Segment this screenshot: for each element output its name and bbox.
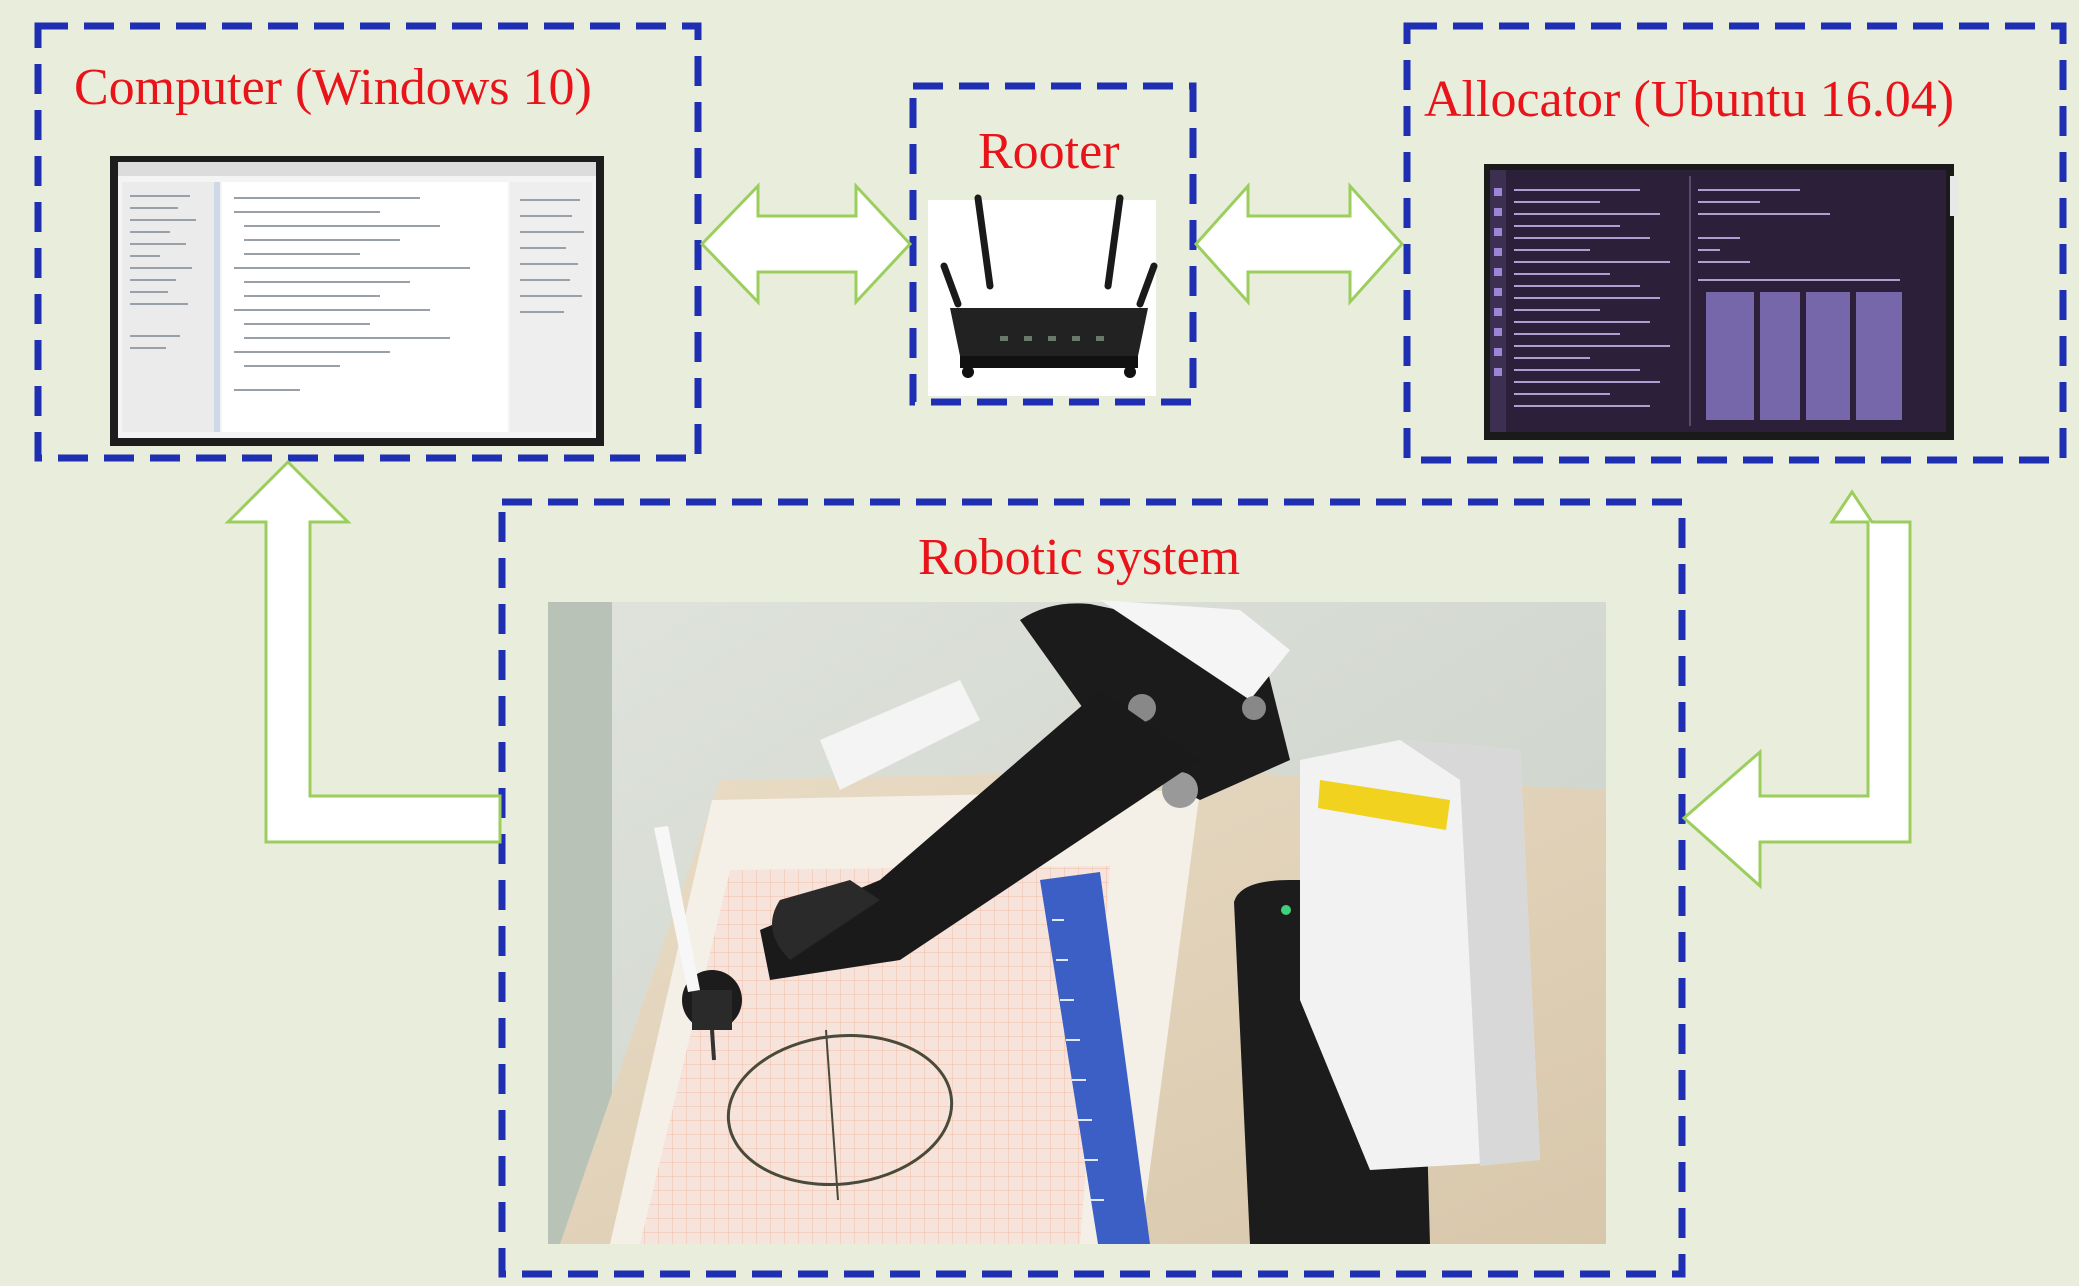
wifi-router-icon <box>928 194 1158 396</box>
robotic-to-computer-arrow <box>224 459 502 844</box>
robotic-group-box <box>498 498 1686 1278</box>
allocator-to-robotic-arrow <box>1681 489 1912 890</box>
allocator-group-box <box>1403 22 2067 464</box>
rooter-allocator-double-arrow <box>1193 182 1405 306</box>
rooter-label: Rooter <box>978 123 1120 180</box>
computer-group-box <box>34 22 702 462</box>
robot-arm-drawing-photo <box>548 600 1606 1244</box>
computer-monitor-screenshot <box>110 156 604 446</box>
rooter-group-box <box>909 82 1197 406</box>
computer-label: Computer (Windows 10) <box>74 59 592 116</box>
robotic-system-label: Robotic system <box>918 529 1241 586</box>
allocator-label: Allocator (Ubuntu 16.04) <box>1424 71 1955 128</box>
allocator-terminal-screen <box>1484 164 1958 440</box>
computer-rooter-double-arrow <box>699 182 913 306</box>
